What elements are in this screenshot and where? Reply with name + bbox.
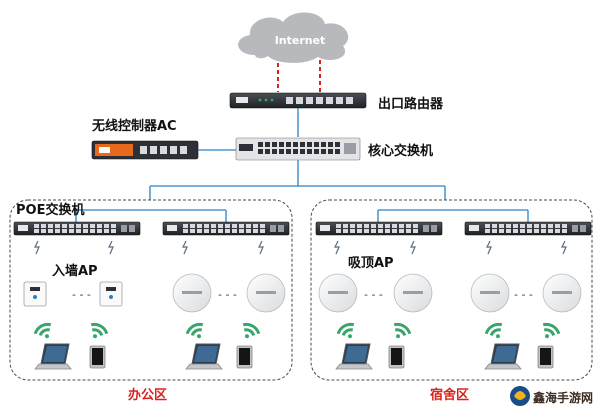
ac-controller-icon [91, 140, 199, 160]
core-switch-label: 核心交换机 [368, 144, 434, 159]
dorm-zone [310, 199, 593, 381]
wifi-icon [334, 320, 361, 344]
watermark-text: 鑫海手游网 [533, 391, 594, 405]
tablet-icon [236, 345, 253, 369]
ceiling-ap-icon [393, 273, 433, 313]
ac-controller-label: 无线控制器AC [92, 119, 177, 134]
tablet-icon [537, 345, 554, 369]
office-zone-label: 办公区 [128, 388, 168, 403]
dorm-zone-label: 宿舍区 [430, 388, 470, 403]
wifi-icon [183, 320, 210, 344]
ceiling-ap-icon [470, 273, 510, 313]
core-switch-icon [235, 137, 361, 161]
poe-switch-office-1 [13, 221, 141, 236]
wifi-icon [84, 320, 111, 344]
tablet-icon [89, 345, 106, 369]
wall-ap-icon [23, 281, 47, 307]
ceiling-ap-icon [172, 273, 212, 313]
office-zone [9, 199, 293, 381]
cloud-label: Internet [275, 34, 326, 47]
poe-switch-office-2 [162, 221, 290, 236]
wall-ap-icon [99, 281, 123, 307]
ap-dash: - - - [514, 288, 533, 301]
ceiling-ap-icon [246, 273, 286, 313]
poe-switch-label: POE交换机 [16, 203, 85, 218]
cloud-icon [238, 12, 349, 63]
ceiling-ap-icon [542, 273, 582, 313]
ceiling-ap-icon [318, 273, 358, 313]
wifi-icon [482, 320, 509, 344]
laptop-icon [335, 343, 373, 370]
wifi-icon [536, 320, 563, 344]
router-icon [229, 92, 367, 109]
ceiling-ap-label: 吸顶AP [348, 256, 394, 271]
ap-dash: - - - [364, 288, 383, 301]
ap-dash: - - - [218, 288, 237, 301]
wifi-icon [236, 320, 263, 344]
laptop-icon [34, 343, 72, 370]
wifi-icon [31, 320, 58, 344]
poe-switch-dorm-2 [464, 221, 592, 236]
wall-ap-label: 入墙AP [52, 264, 98, 279]
router-label: 出口路由器 [378, 97, 444, 112]
poe-switch-dorm-1 [315, 221, 443, 236]
laptop-icon [185, 343, 223, 370]
wifi-icon [387, 320, 414, 344]
ap-dash: - - - [72, 288, 91, 301]
tablet-icon [388, 345, 405, 369]
watermark-logo-icon [510, 386, 530, 406]
laptop-icon [484, 343, 522, 370]
